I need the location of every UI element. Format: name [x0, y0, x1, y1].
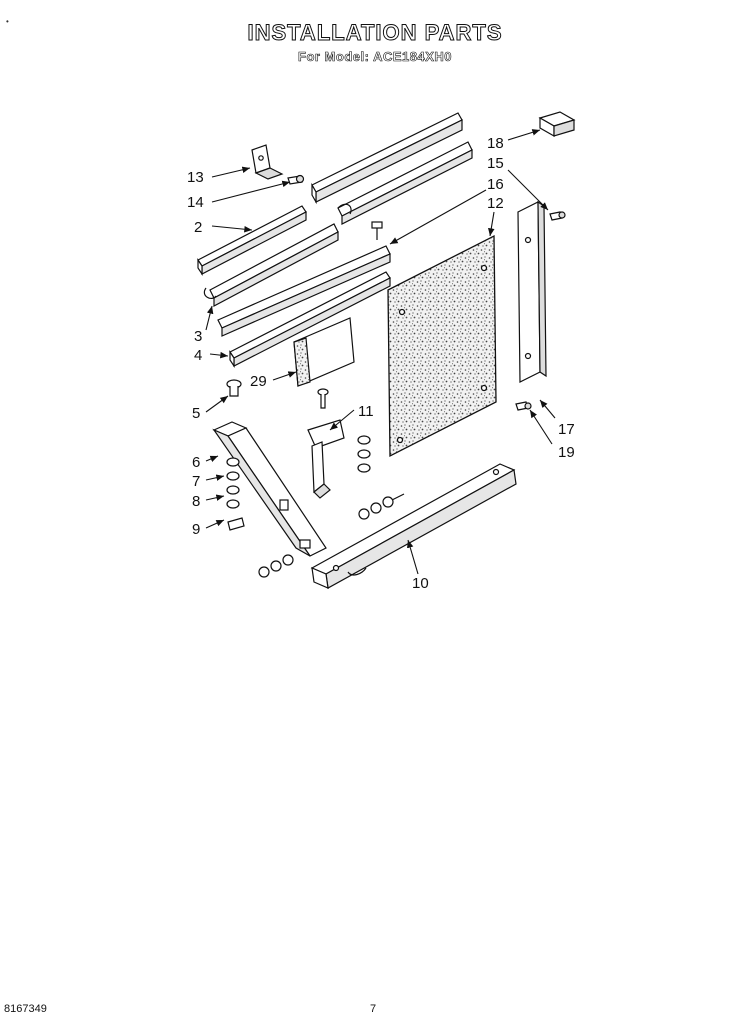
- callout-9: 9: [192, 521, 200, 538]
- callout-14: 14: [187, 194, 204, 211]
- washer-stack-left: [226, 457, 245, 531]
- part-3-rail: [203, 223, 339, 307]
- part-12-panel: [387, 234, 497, 458]
- callout-16: 16: [487, 176, 504, 193]
- part-2-rail: [197, 205, 307, 276]
- part-16-screw: [371, 221, 383, 240]
- part-4-rail: [229, 271, 391, 368]
- corner-mark: •: [6, 17, 9, 26]
- page-title: INSTALLATION PARTS: [247, 20, 503, 46]
- callout-18: 18: [487, 135, 504, 152]
- callout-12: 12: [487, 195, 504, 212]
- callout-4: 4: [194, 347, 202, 364]
- part-14-screw: [287, 174, 305, 185]
- washer-stack-right: [357, 435, 371, 473]
- callout-10: 10: [412, 575, 429, 592]
- callout-17: 17: [558, 421, 575, 438]
- bracket-bolt: [317, 388, 329, 409]
- leader-lines: [205, 129, 556, 575]
- callout-numbers: 13 14 2 3 4 29 5 6 7 8 9 18 15 16 12 11 …: [187, 135, 575, 592]
- callout-15: 15: [487, 155, 504, 172]
- part-13-bracket: [251, 144, 284, 180]
- callout-13: 13: [187, 169, 204, 186]
- top-rail: [311, 112, 473, 225]
- part-10-channel: [310, 463, 517, 589]
- part-11-bracket: [307, 419, 345, 499]
- part-18-block: [538, 111, 576, 138]
- callout-5: 5: [192, 405, 200, 422]
- page-number: 7: [370, 1003, 377, 1015]
- callout-6: 6: [192, 454, 200, 471]
- callout-2: 2: [194, 219, 202, 236]
- model-subtitle: For Model: ACE184XH0: [298, 49, 452, 65]
- callout-3: 3: [194, 328, 202, 345]
- callout-7: 7: [192, 473, 200, 490]
- part-5-bolt: [226, 379, 242, 397]
- callout-11: 11: [358, 403, 374, 420]
- part-15-screw: [549, 211, 566, 221]
- part-17-bar: [517, 200, 547, 383]
- callout-8: 8: [192, 493, 200, 510]
- middle-rail: [217, 245, 391, 337]
- hardware-bolts: [258, 493, 405, 578]
- part-19-screw: [515, 401, 532, 411]
- callout-19: 19: [558, 444, 575, 461]
- part-29-foam: [293, 317, 355, 387]
- document-number: 8167349: [4, 1003, 47, 1015]
- callout-29: 29: [250, 373, 267, 390]
